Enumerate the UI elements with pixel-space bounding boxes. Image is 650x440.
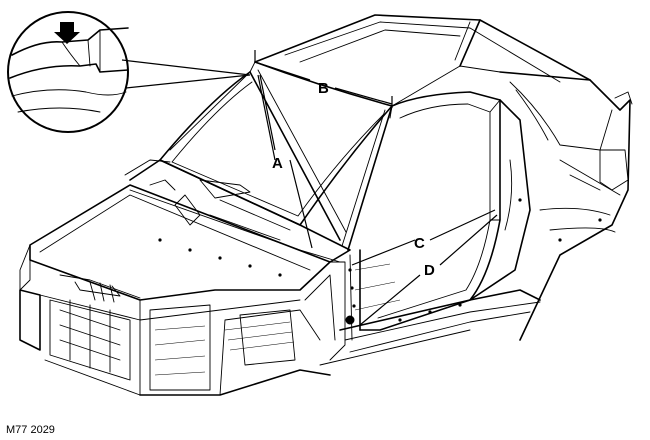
- figure-reference-code: M77 2029: [6, 424, 55, 436]
- leader-a-upper: [257, 74, 276, 161]
- windscreen-frame: [159, 61, 393, 226]
- callout-leaders: [254, 50, 498, 326]
- detail-inset: [7, 11, 251, 133]
- leader-b: [254, 61, 393, 105]
- callout-d-label: D: [424, 262, 435, 279]
- leader-a: [259, 74, 313, 249]
- leader-c: [351, 209, 496, 266]
- detail-leader-line: [121, 59, 251, 89]
- front-hatching: [154, 263, 401, 376]
- down-arrow-icon: [54, 22, 80, 44]
- rear-quarter: [499, 71, 633, 341]
- front-end-structure: [19, 184, 346, 396]
- callout-b-label: B: [318, 80, 329, 97]
- callout-a-label: A: [272, 155, 283, 172]
- weld-points: [158, 198, 602, 325]
- cowl-panel: [124, 159, 351, 263]
- detail-inset-profile: [9, 27, 129, 113]
- callout-c-label: C: [414, 235, 425, 252]
- roof-panel: [254, 14, 591, 107]
- leader-d: [359, 214, 498, 326]
- door-aperture: [359, 91, 531, 331]
